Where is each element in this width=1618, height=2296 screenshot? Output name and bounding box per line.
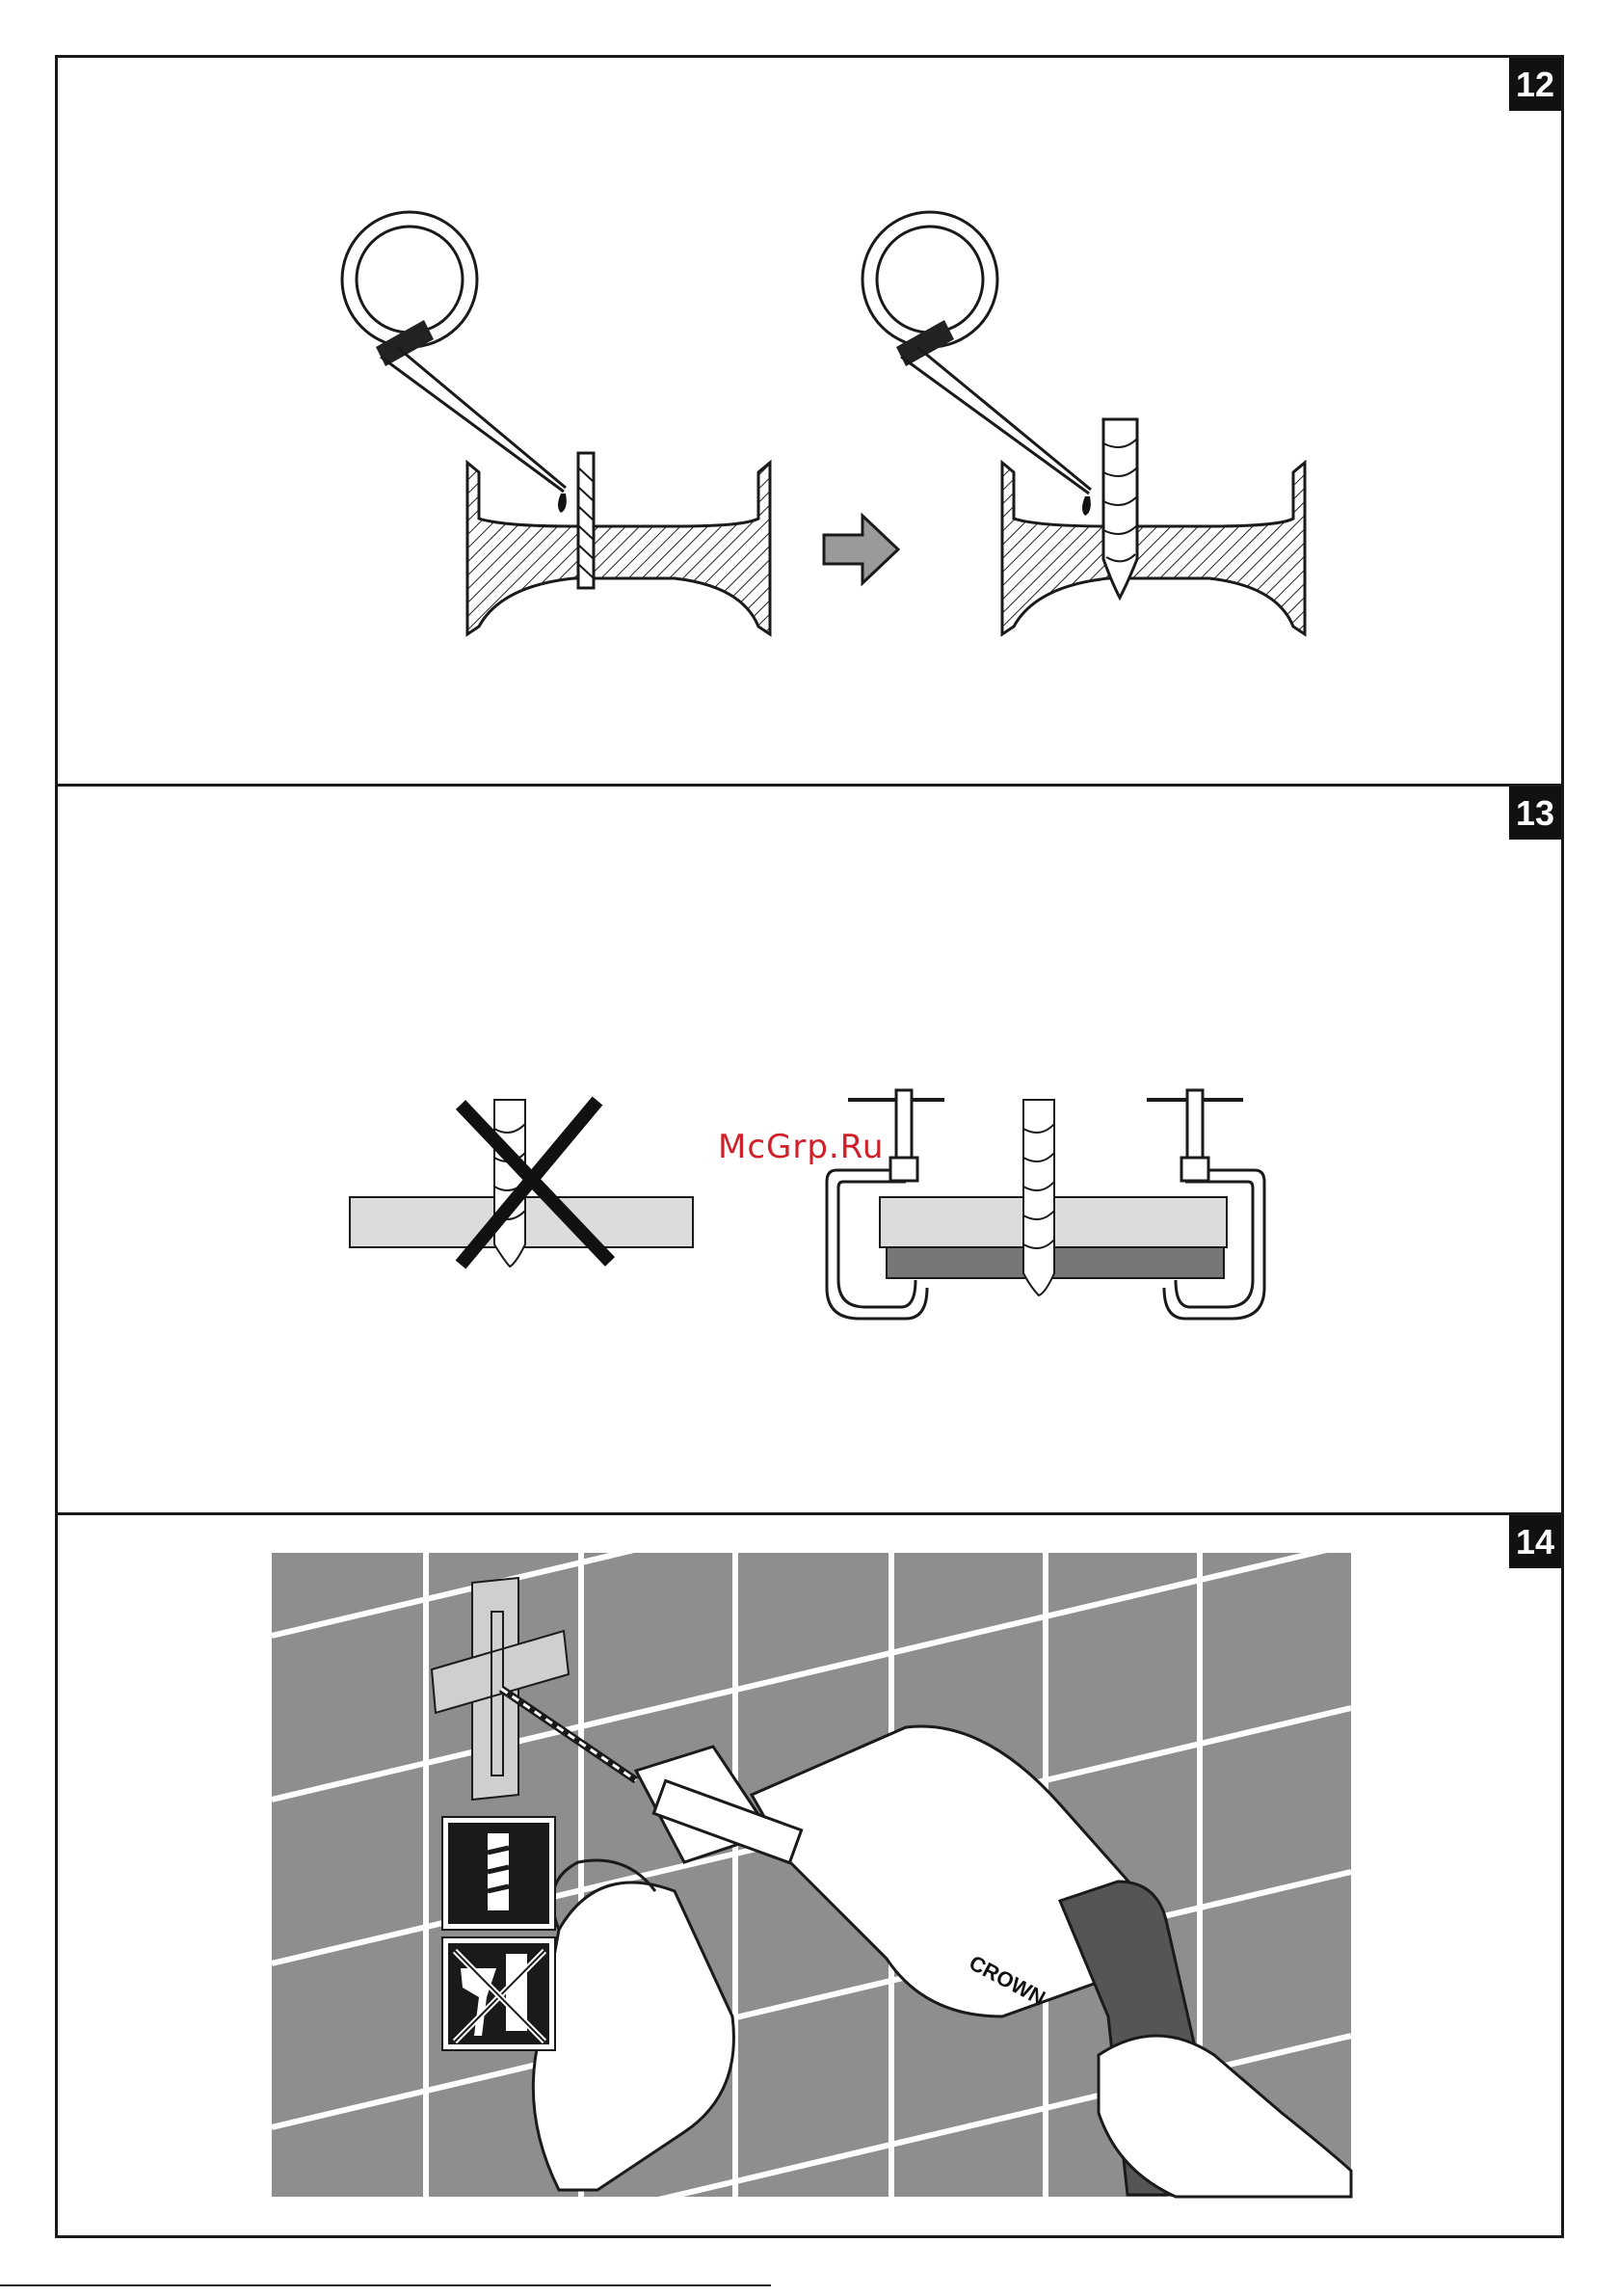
arrow-right-icon — [824, 516, 898, 583]
symbol-no-hammer-icon — [442, 1937, 555, 2050]
oil-can-left — [342, 212, 567, 513]
clamped-workpiece — [880, 1100, 1227, 1295]
oil-can-right — [862, 212, 1091, 516]
figure-12-illustration — [58, 58, 1561, 784]
footer-rule — [0, 2284, 771, 2286]
i-beam-right — [1002, 463, 1305, 634]
drill-bit-thin — [578, 453, 594, 588]
symbol-hammer-drilling-icon — [442, 1817, 555, 1930]
drill-bit-large — [1103, 419, 1137, 598]
i-beam-left — [467, 463, 770, 634]
figure-14-panel: 14 — [58, 1515, 1561, 2235]
watermark: McGrp.Ru — [718, 1128, 884, 1166]
figure-12-panel: 12 — [58, 58, 1561, 787]
figure-14-illustration: CROWN — [58, 1515, 1561, 2235]
